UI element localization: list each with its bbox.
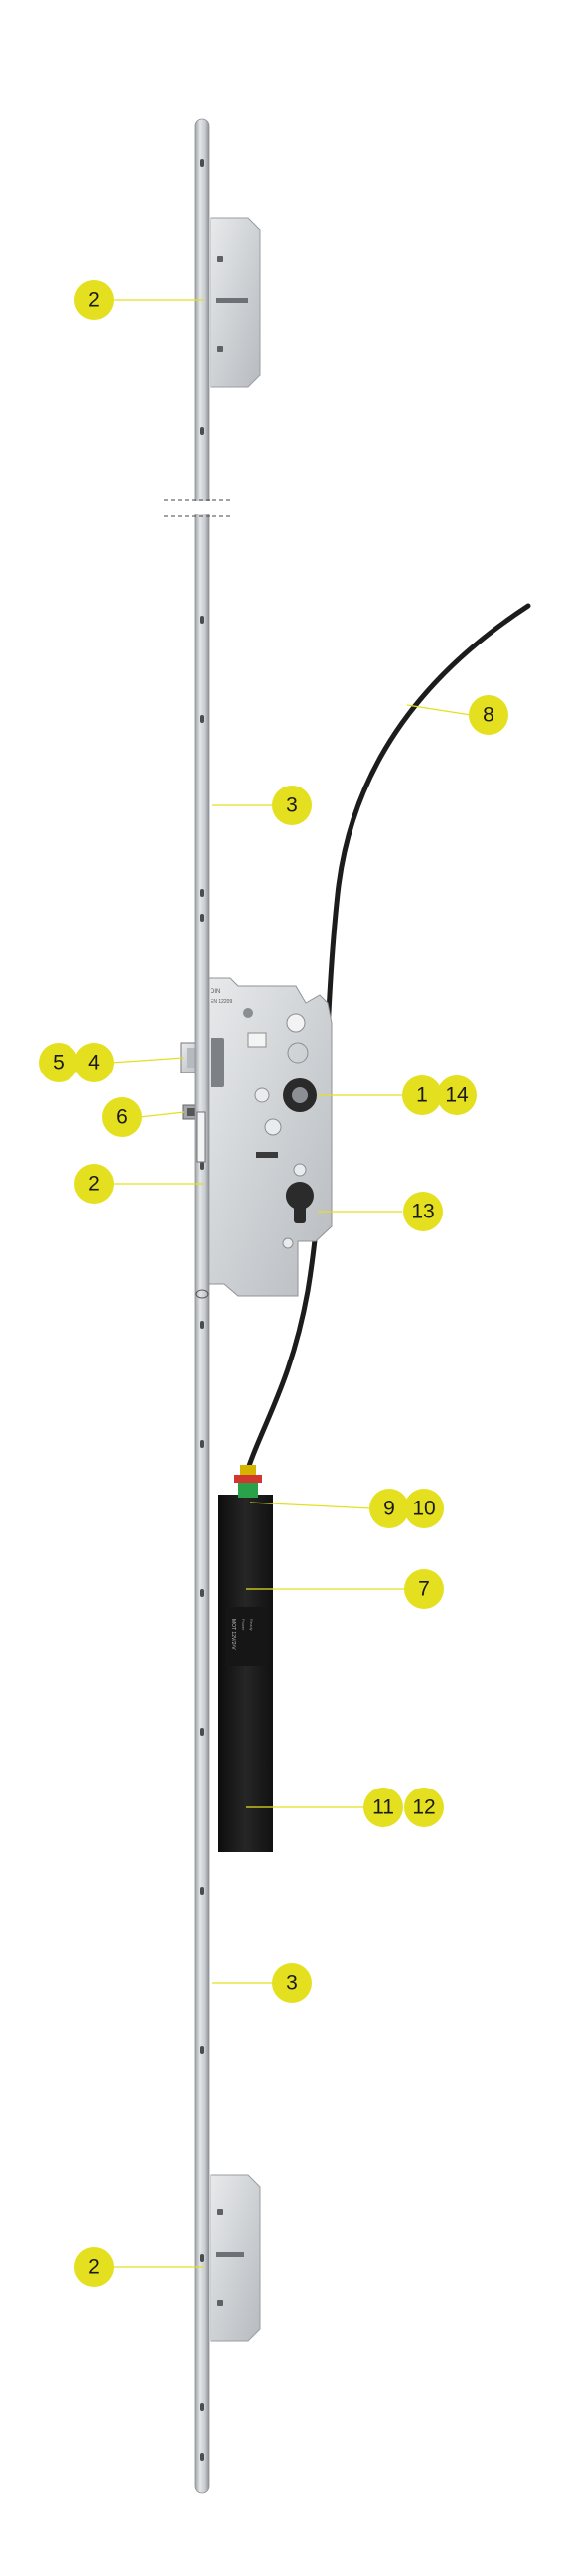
callout-7[interactable]: 7: [404, 1569, 444, 1609]
callout-label: 6: [116, 1106, 128, 1129]
lock-case: DIN EN 12209: [206, 977, 333, 1297]
callout-4[interactable]: 4: [74, 1043, 114, 1082]
callout-label: 4: [88, 1052, 100, 1074]
callout-label: 12: [412, 1796, 435, 1819]
callout-2-middle[interactable]: 2: [74, 1164, 114, 1204]
hook-bolt-top: [210, 217, 261, 388]
leader-lines: [110, 299, 472, 2268]
break-marks: [164, 499, 233, 517]
lock-case-marks: DIN EN 12209: [211, 989, 232, 1005]
callout-label: 14: [445, 1084, 469, 1107]
callout-12[interactable]: 12: [404, 1788, 444, 1827]
callout-label: 2: [88, 289, 100, 312]
callout-label: 10: [412, 1498, 435, 1520]
callout-label: 11: [372, 1796, 394, 1819]
callout-label: 1: [416, 1084, 428, 1107]
callout-label: 2: [88, 2256, 100, 2279]
callout-10[interactable]: 10: [404, 1489, 444, 1528]
callout-3-lower[interactable]: 3: [272, 1963, 312, 2003]
callout-label: 5: [53, 1052, 65, 1074]
callout-label: 7: [418, 1578, 430, 1601]
callout-2-bottom[interactable]: 2: [74, 2247, 114, 2287]
callout-3-upper[interactable]: 3: [272, 786, 312, 825]
callout-5[interactable]: 5: [39, 1043, 78, 1082]
callout-2-top[interactable]: 2: [74, 280, 114, 320]
motor-marks: MOT 12V/24V Power Ready: [230, 1619, 254, 1650]
callout-1[interactable]: 1: [402, 1075, 442, 1115]
motor-unit: MOT 12V/24V Power Ready: [218, 1465, 273, 1852]
callouts: 2 3 8 5 4 1 14 6: [39, 280, 508, 2287]
hook-bolt-bottom: [210, 2174, 261, 2342]
faceplate: [194, 118, 210, 2494]
callout-label: 3: [286, 794, 298, 817]
callout-label: 9: [383, 1498, 395, 1520]
svg-text:EN 12209: EN 12209: [211, 999, 232, 1005]
callout-11[interactable]: 11: [363, 1788, 403, 1827]
callout-9[interactable]: 9: [369, 1489, 409, 1528]
svg-text:DIN: DIN: [211, 989, 220, 995]
callout-14[interactable]: 14: [437, 1075, 477, 1115]
svg-text:Power: Power: [241, 1619, 246, 1631]
callout-6[interactable]: 6: [102, 1097, 142, 1137]
svg-text:Ready: Ready: [249, 1619, 254, 1631]
callout-label: 2: [88, 1173, 100, 1196]
callout-13[interactable]: 13: [403, 1192, 443, 1231]
callout-label: 8: [483, 704, 494, 727]
callout-8[interactable]: 8: [469, 695, 508, 735]
callout-label: 13: [411, 1201, 434, 1223]
svg-text:MOT 12V/24V: MOT 12V/24V: [230, 1619, 236, 1650]
callout-label: 3: [286, 1972, 298, 1995]
